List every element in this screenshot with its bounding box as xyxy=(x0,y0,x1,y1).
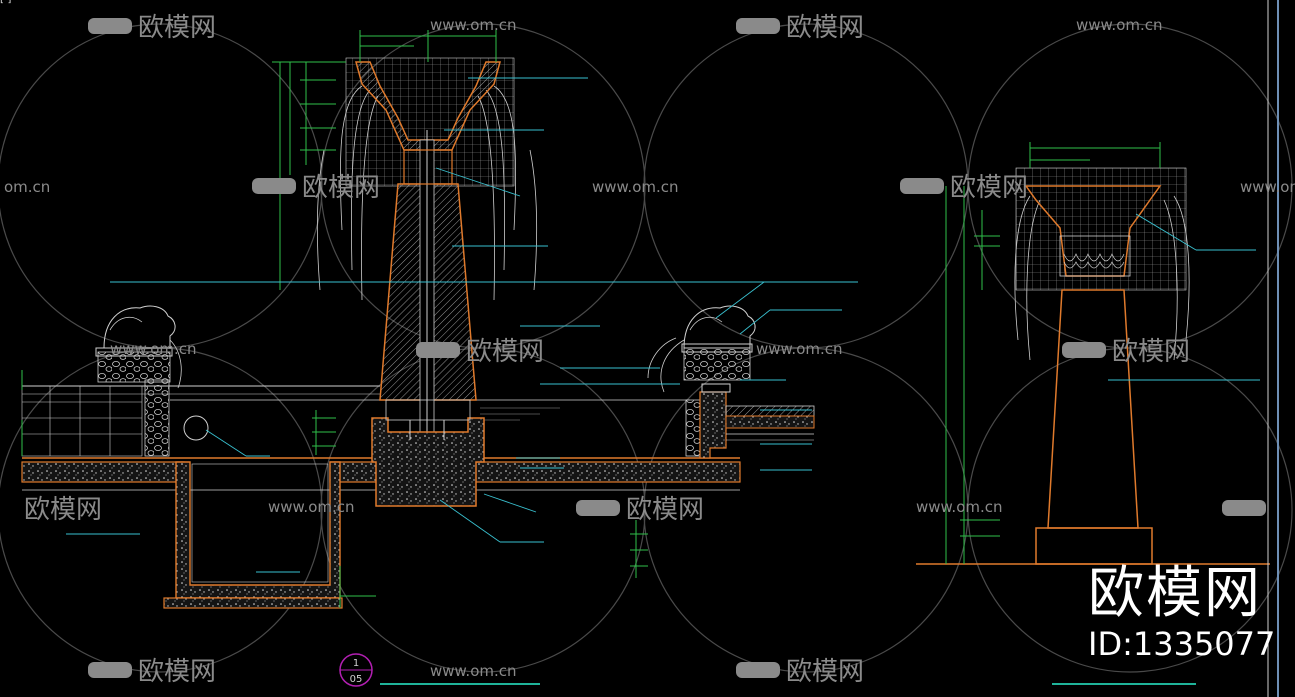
watermark-brand: 欧模网 xyxy=(138,657,216,687)
watermark-url: www.om.cn xyxy=(110,340,197,358)
watermark-brand: 欧模网 xyxy=(786,13,864,43)
watermark-brand: 欧模网 xyxy=(786,657,864,687)
watermark-sofa-icons xyxy=(88,18,1266,678)
watermark-brand: 欧模网 xyxy=(626,495,704,525)
brand-id-label: ID:1335077 xyxy=(1088,625,1276,663)
watermark-url: www.om.cn xyxy=(592,178,679,196)
watermark-brand: 欧模网 xyxy=(466,337,544,367)
watermark-brand: 欧模网 xyxy=(138,13,216,43)
leader-lines xyxy=(66,77,858,573)
sheet-page: 05 xyxy=(350,674,363,685)
sheet-number: 1 xyxy=(353,658,359,669)
watermark-url: www.om.cn xyxy=(430,16,517,34)
brand-name: 欧模网 xyxy=(1088,561,1262,626)
column-elevation xyxy=(916,0,1279,697)
central-column xyxy=(316,57,538,507)
watermark-url: www.om.cn xyxy=(268,498,355,516)
watermark-brand: 欧模网 xyxy=(24,495,102,525)
watermark-brand: 欧模网 xyxy=(1112,337,1190,367)
watermark-url: www.om.cn xyxy=(1076,16,1163,34)
watermark-url-partial: om.cn xyxy=(4,178,50,196)
sheet-reference: 1 05 xyxy=(339,653,1196,687)
corner-label: [-] xyxy=(0,0,11,5)
watermark-url: www.om.cn xyxy=(756,340,843,358)
dimension-lines xyxy=(21,30,648,608)
watermark-brand: 欧模网 xyxy=(302,173,380,203)
watermark-url: www.om.cn xyxy=(430,662,517,680)
brand-block: 欧模网 ID:1335077 xyxy=(1088,561,1276,663)
watermark-url: www.om.cn xyxy=(1240,178,1295,196)
watermark-url: www.om.cn xyxy=(916,498,1003,516)
watermark-brand: 欧模网 xyxy=(950,173,1028,203)
watermark-text: 欧模网 欧模网 欧模网 欧模网 欧模网 欧模网 欧模网 欧模网 欧模网 欧模网 … xyxy=(4,13,1295,687)
